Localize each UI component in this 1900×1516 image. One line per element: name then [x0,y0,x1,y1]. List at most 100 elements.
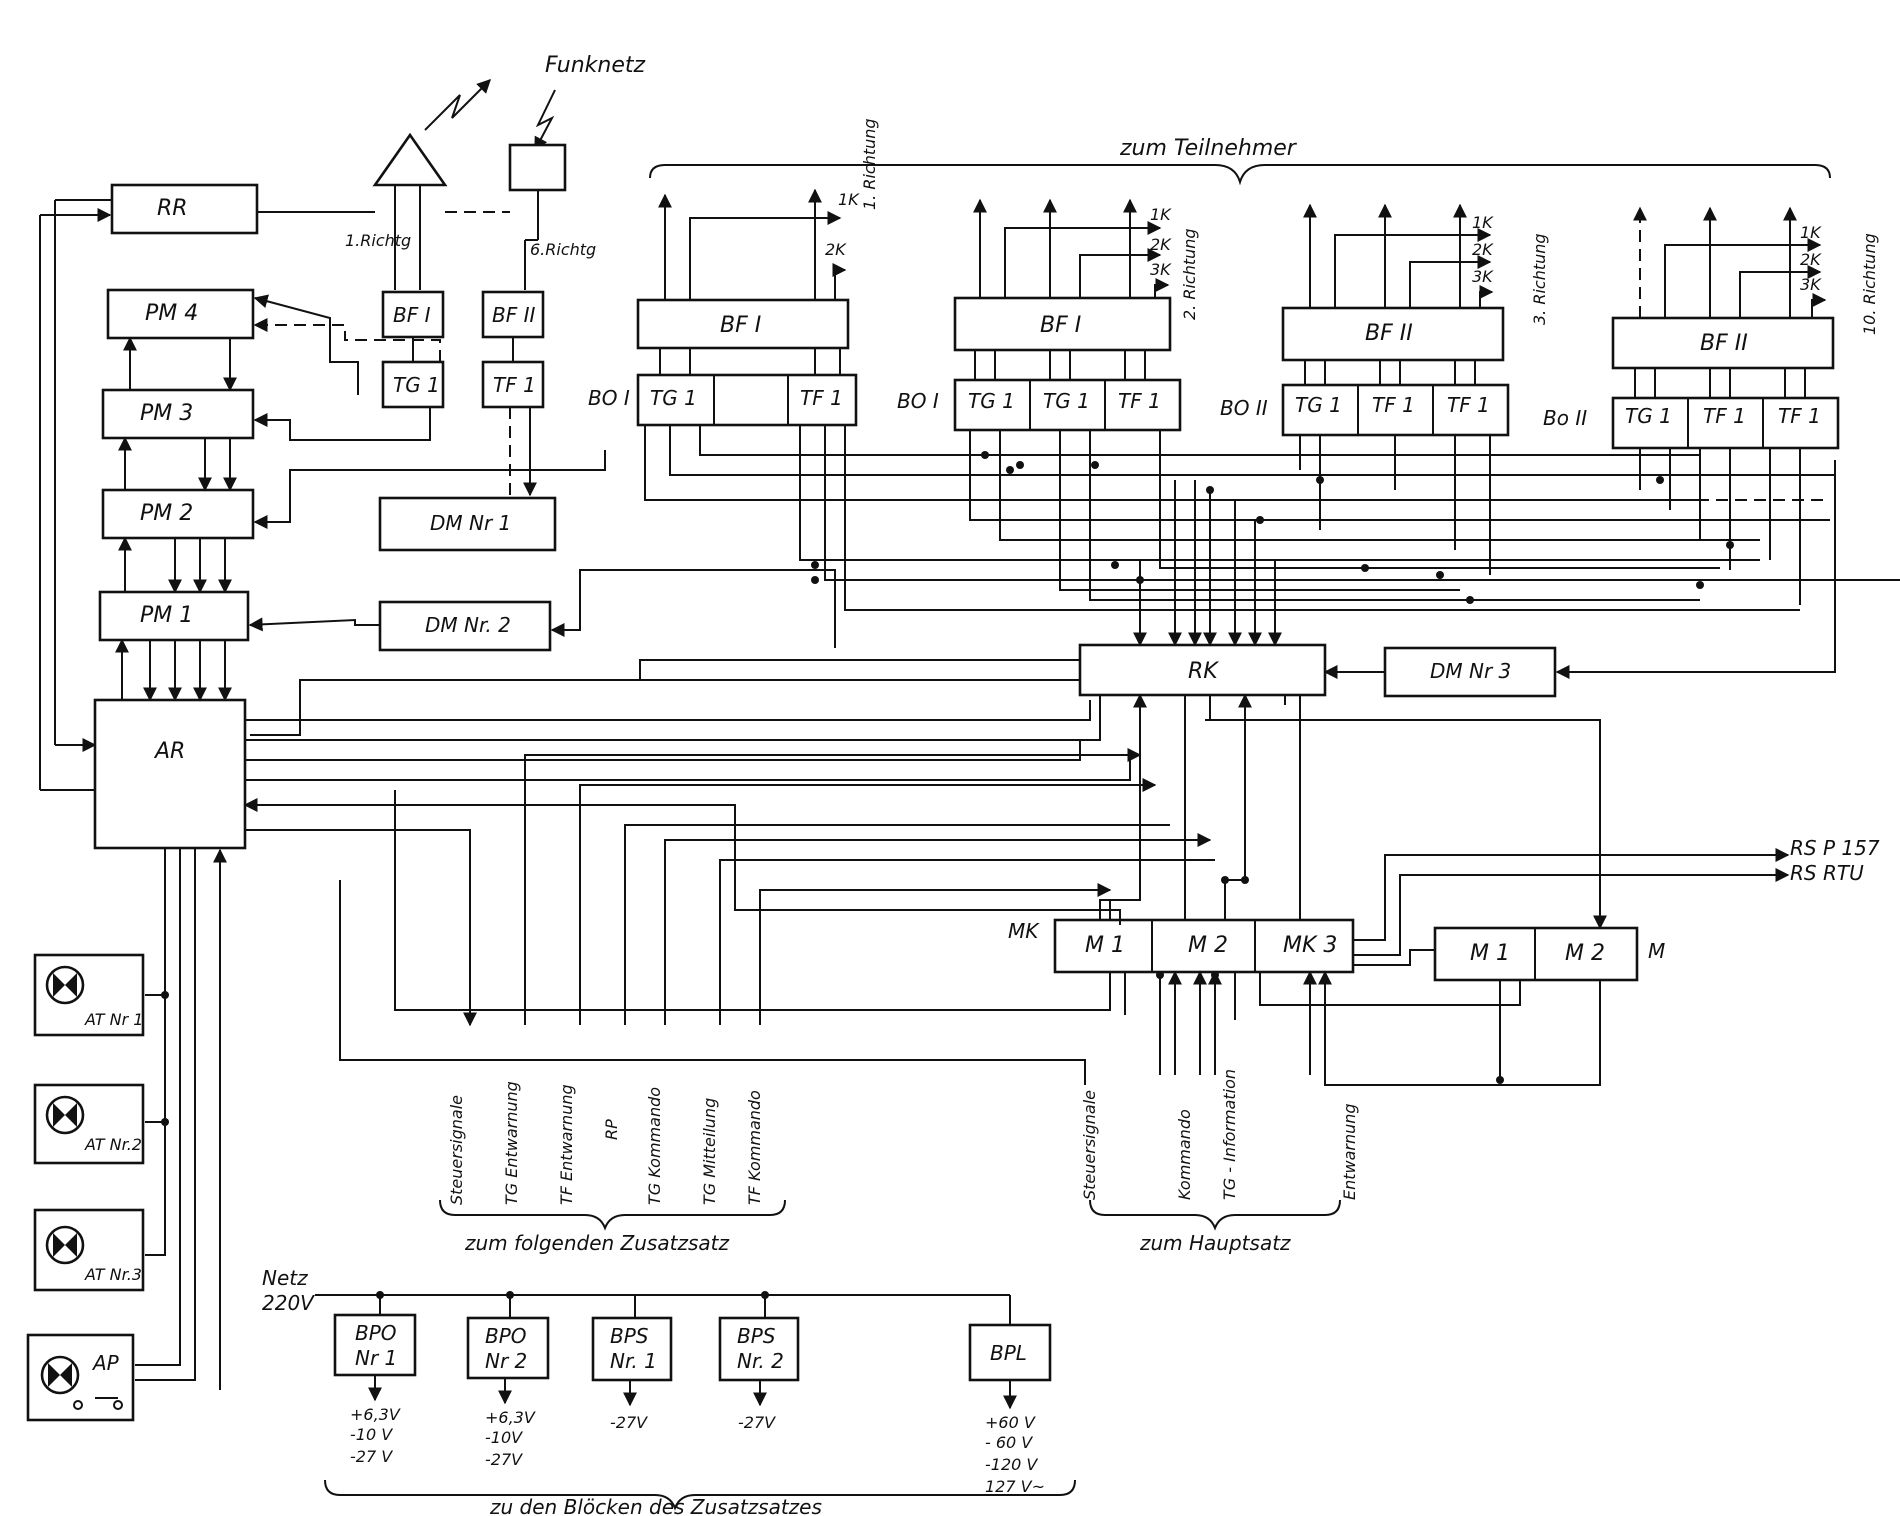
bpl-name: BPL [990,1341,1027,1365]
dm1-block[interactable] [378,496,557,552]
group-4-k-2: 2K [1800,250,1822,269]
mk-block[interactable] [1053,918,1355,974]
sig-left-6: TG Mitteilung [700,1098,719,1205]
group-2-bo-label: BO I [897,389,939,413]
richtg1-label: 1.Richtg [345,231,411,250]
mk-ports [1124,970,1317,1075]
group-3-bf-block[interactable] [1281,306,1505,362]
bf-bo-links [659,348,1806,398]
sig-right-3: TG - Information [1220,1069,1239,1200]
bus-lines [644,425,1900,647]
group-4-k-1: 1K [1800,223,1822,242]
group-3-k-2: 2K [1472,240,1494,259]
group-1-bf-label: BF I [720,313,761,338]
m-m2-label: M 2 [1565,941,1605,966]
group-4-bo-label: Bo II [1543,406,1587,430]
dm2-label: DM Nr. 2 [425,613,511,637]
ar-block[interactable] [93,698,247,850]
group-1-bo-block[interactable] [636,373,858,427]
group-4: BF II Bo II TG 1 TF 1 TF 1 1K 2K 3K 10. … [1543,206,1879,450]
brace-power [324,1479,1076,1511]
bpo2-name: BPO [485,1324,527,1348]
bpl-out-4: 127 V~ [985,1477,1045,1496]
group-4-bf-block[interactable] [1611,316,1835,370]
signals-left: Steuersignale TG Entwarnung TF Entwarnun… [447,1081,764,1205]
group-2-bf-block[interactable] [953,296,1172,352]
bf2-radio-label: BF II [492,303,535,327]
group-3-bo-label: BO II [1220,396,1268,420]
teilnehmer-brace [649,164,1831,186]
bps2-block[interactable] [718,1316,800,1382]
bpo1-out-2: -10 V [350,1425,393,1444]
bpl-out-1: +60 V [985,1413,1036,1432]
sig-right-4: Entwarnung [1340,1103,1359,1200]
bpo1-block[interactable] [333,1313,417,1377]
bf1-radio-block[interactable] [381,290,445,339]
group-1-bo-label: BO I [588,386,630,410]
dm2-block[interactable] [378,600,552,652]
rs-rtu-label: RS RTU [1790,861,1864,885]
bps1-block[interactable] [591,1316,673,1382]
group-3-k-1: 1K [1472,213,1494,232]
group-4-bf-label: BF II [1700,331,1748,356]
mk-m1-label: M 1 [1085,933,1125,958]
bpl-out-3: -120 V [985,1455,1038,1474]
radio-wave-2 [534,89,556,152]
netz-label: Netz [262,1266,308,1290]
group-3: BF II BO II TG 1 TF 1 TF 1 1K 2K 3K 3. R… [1220,203,1549,437]
pm3-block[interactable] [101,388,255,440]
group-4-cell-1: TG 1 [1625,404,1672,428]
dm3-block[interactable] [1383,646,1557,698]
richtg6-label: 6.Richtg [530,240,596,259]
antenna-icon [372,132,448,187]
dm3-label: DM Nr 3 [1430,659,1511,683]
caption-left: zum folgenden Zusatzsatz [464,1231,729,1255]
mk-mk3-label: MK 3 [1283,933,1337,958]
group-2-k-3: 3K [1150,260,1172,279]
group-1-bf-block[interactable] [636,298,850,350]
sig-left-2: TG Entwarnung [502,1081,521,1205]
brace-left [439,1199,786,1231]
rr-label: RR [157,196,188,221]
pm2-block[interactable] [101,488,255,540]
group-3-cell-3: TF 1 [1447,393,1490,417]
group-3-cell-1: TG 1 [1295,393,1342,417]
at1-label: AT Nr 1 [84,1010,143,1029]
group-2-bo-block[interactable] [953,378,1182,432]
rr-block[interactable] [110,183,259,235]
bf2-radio-block[interactable] [481,290,545,339]
group-2: BF I BO I TG 1 TG 1 TF 1 1K 2K 3K 2. Ric… [897,198,1199,432]
bps2-name: BPS [737,1324,776,1348]
antenna-2-box [508,143,567,192]
tg1-radio-block[interactable] [381,360,445,409]
pm1-label: PM 1 [140,603,193,628]
pm1-block[interactable] [98,590,250,642]
rk-block[interactable] [1078,643,1327,697]
rs-p157-label: RS P 157 [1790,836,1880,860]
group-3-dir: 3. Richtung [1530,233,1549,325]
group-2-k-2: 2K [1150,235,1172,254]
bpl-out-2: - 60 V [985,1433,1033,1452]
pm4-block[interactable] [106,288,255,340]
sig-left-4: RP [602,1119,621,1140]
group-3-cell-2: TF 1 [1372,393,1415,417]
pm3-label: PM 3 [140,401,193,426]
group-4-bo-block[interactable] [1611,396,1840,450]
pm2-label: PM 2 [140,501,193,526]
at-units: AT Nr 1 AT Nr.2 AT Nr.3 AP [26,953,145,1422]
bpo1-name: BPO [355,1321,397,1345]
bpo2-block[interactable] [466,1316,550,1380]
group-4-k-3: 3K [1800,275,1822,294]
bpo1-out-3: -27 V [350,1447,393,1466]
group-2-dir: 2. Richtung [1180,228,1199,320]
signals-right: Steuersignale Kommando TG - Information … [1080,1069,1359,1200]
group-1-k-1: 1K [838,190,860,209]
sig-left-5: TG Kommando [645,1087,664,1205]
power-units: BPO Nr 1 +6,3V -10 V -27 V BPO Nr 2 +6,3… [333,1291,1052,1496]
sig-right-2: Kommando [1175,1109,1194,1200]
group-2-cell-3: TF 1 [1118,389,1161,413]
at3-label: AT Nr.3 [84,1265,142,1284]
m-m1-label: M 1 [1470,941,1510,966]
ar-signal-lines [243,700,1601,1086]
netz-voltage: 220V [262,1291,315,1315]
